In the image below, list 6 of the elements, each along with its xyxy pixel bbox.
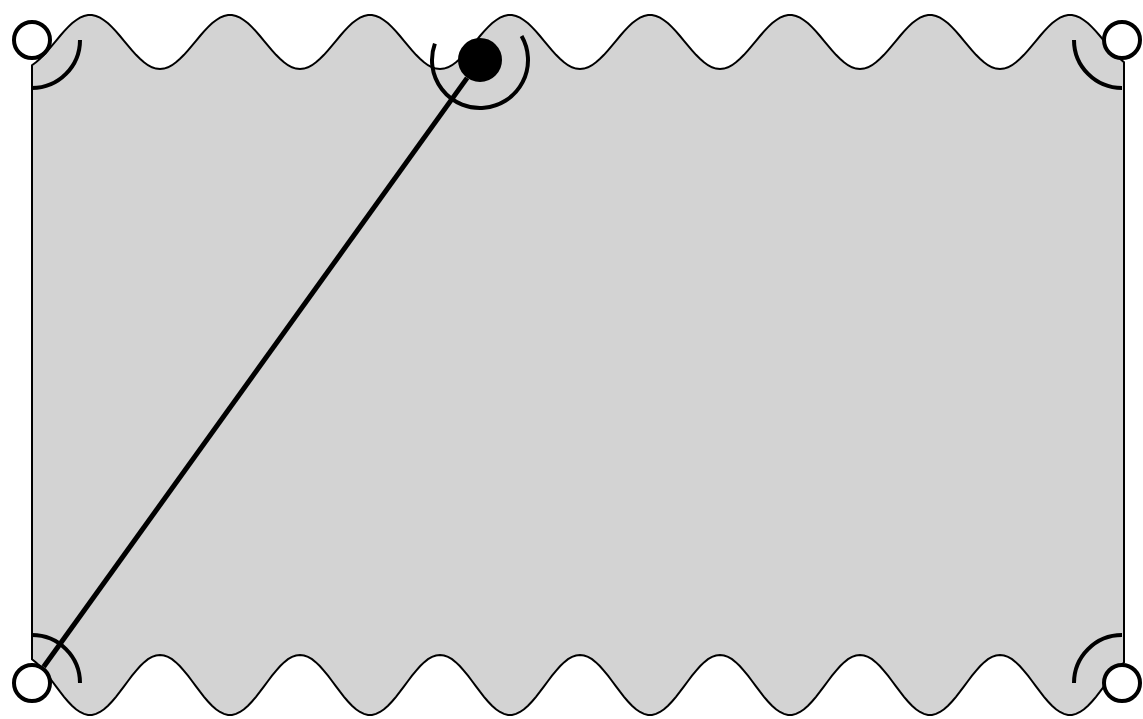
filled-dot: [458, 38, 502, 82]
open-circle: [1102, 663, 1142, 703]
line-segment: [41, 76, 470, 669]
open-circle: [12, 20, 52, 60]
open-circle: [1102, 20, 1142, 60]
open-circle: [12, 663, 52, 703]
